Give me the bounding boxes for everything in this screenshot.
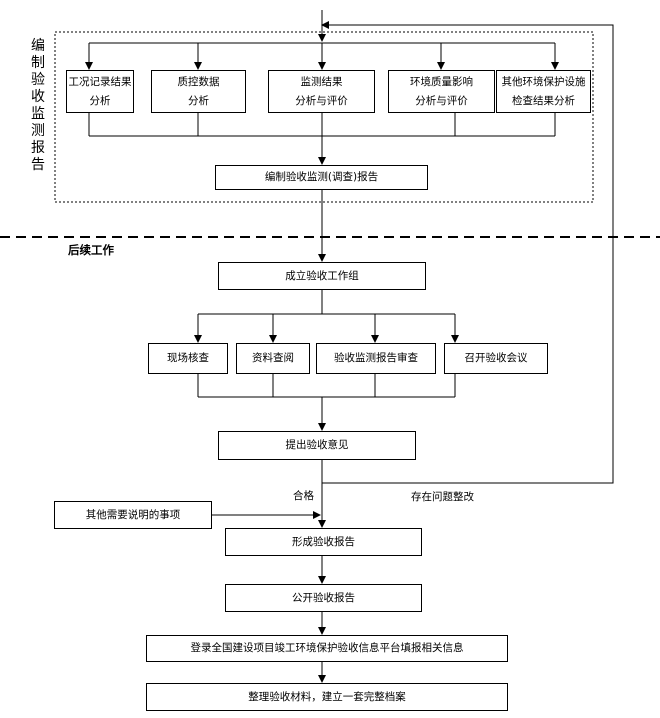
task-box-report-review: 验收监测报告审查 bbox=[316, 343, 436, 374]
form-report-box: 形成验收报告 bbox=[225, 528, 422, 556]
register-platform-box: 登录全国建设项目竣工环境保护验收信息平台填报相关信息 bbox=[146, 635, 508, 662]
analysis-box-environmental-quality: 环境质量影响 分析与评价 bbox=[388, 70, 495, 113]
analysis-box-qc-data: 质控数据 分析 bbox=[151, 70, 246, 113]
publish-report-box: 公开验收报告 bbox=[225, 584, 422, 612]
analysis-box-monitoring-results: 监测结果 分析与评价 bbox=[268, 70, 375, 113]
task-box-site-inspection: 现场核查 bbox=[148, 343, 228, 374]
compile-report-box: 编制验收监测(调查)报告 bbox=[215, 165, 428, 190]
task-box-document-review: 资料查阅 bbox=[236, 343, 310, 374]
opinion-box: 提出验收意见 bbox=[218, 431, 416, 460]
pass-label: 合格 bbox=[293, 490, 314, 502]
rectification-label: 存在问题整改 bbox=[411, 491, 474, 503]
task-box-acceptance-meeting: 召开验收会议 bbox=[444, 343, 548, 374]
work-group-box: 成立验收工作组 bbox=[218, 262, 426, 290]
analysis-box-other-facilities: 其他环境保护设施 检查结果分析 bbox=[496, 70, 591, 113]
compile-section-title: 编制验收监测报告 bbox=[31, 38, 45, 173]
analysis-box-working-conditions: 工况记录结果 分析 bbox=[66, 70, 134, 113]
followup-section-title: 后续工作 bbox=[68, 243, 114, 257]
other-notes-box: 其他需要说明的事项 bbox=[54, 501, 212, 529]
compile-group-border bbox=[54, 31, 594, 203]
archive-box: 整理验收材料，建立一套完整档案 bbox=[146, 683, 508, 711]
rectification-loop bbox=[321, 21, 614, 484]
